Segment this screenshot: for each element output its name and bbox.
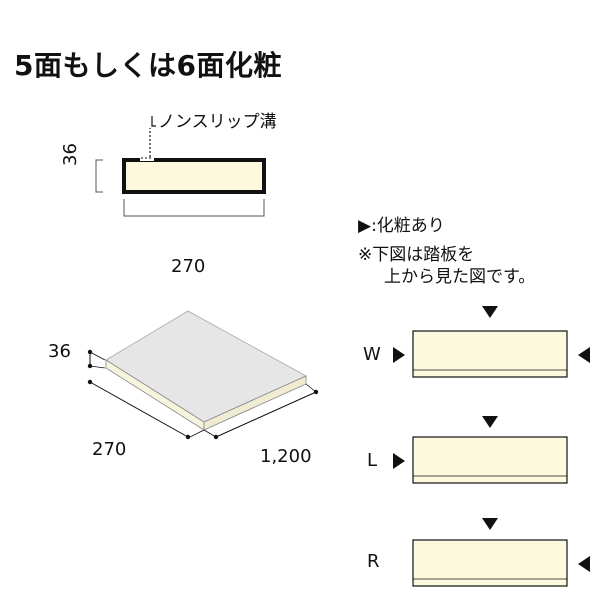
panel-w-board bbox=[412, 330, 568, 378]
legend-marker-note: ▶:化粧あり bbox=[358, 216, 445, 236]
iso-length-label: 1,200 bbox=[260, 446, 312, 467]
panel-l-left-arrow bbox=[393, 453, 405, 469]
legend-note-line2: 上から見た図です。 bbox=[384, 267, 536, 287]
front-view bbox=[95, 116, 266, 217]
panel-w-left-arrow bbox=[393, 347, 405, 363]
panel-r-top-arrow bbox=[482, 518, 498, 530]
iso-height-label: 36 bbox=[48, 341, 71, 362]
iso-width-dim bbox=[89, 381, 189, 438]
panel-r-label: R bbox=[367, 551, 380, 572]
iso-view bbox=[87, 310, 319, 440]
legend-note-line1: ※下図は踏板を bbox=[358, 245, 475, 265]
panel-l-board bbox=[412, 436, 568, 484]
panel-r bbox=[412, 518, 590, 587]
front-width-label: 270 bbox=[171, 256, 206, 277]
panel-w-top-arrow bbox=[482, 306, 498, 318]
iso-length-dim bbox=[215, 391, 317, 438]
slip-leader-line bbox=[151, 116, 156, 127]
front-width-bracket bbox=[123, 199, 265, 217]
panel-w-label: W bbox=[363, 344, 381, 365]
iso-width-label: 270 bbox=[92, 439, 127, 460]
panel-l bbox=[393, 416, 568, 484]
front-board bbox=[122, 158, 266, 194]
panel-w bbox=[393, 306, 590, 378]
panel-r-board bbox=[412, 539, 568, 587]
panel-l-top-arrow bbox=[482, 416, 498, 428]
page-title: 5面もしくは6面化粧 bbox=[14, 49, 282, 82]
front-height-bracket bbox=[95, 159, 103, 193]
panel-l-label: L bbox=[367, 450, 378, 471]
panel-r-right-arrow bbox=[578, 556, 590, 572]
iso-top-face bbox=[105, 310, 307, 423]
slip-groove bbox=[140, 157, 154, 161]
panel-w-right-arrow bbox=[578, 347, 590, 363]
front-height-label: 36 bbox=[60, 143, 81, 166]
slip-groove-label: ノンスリップ溝 bbox=[158, 112, 277, 132]
